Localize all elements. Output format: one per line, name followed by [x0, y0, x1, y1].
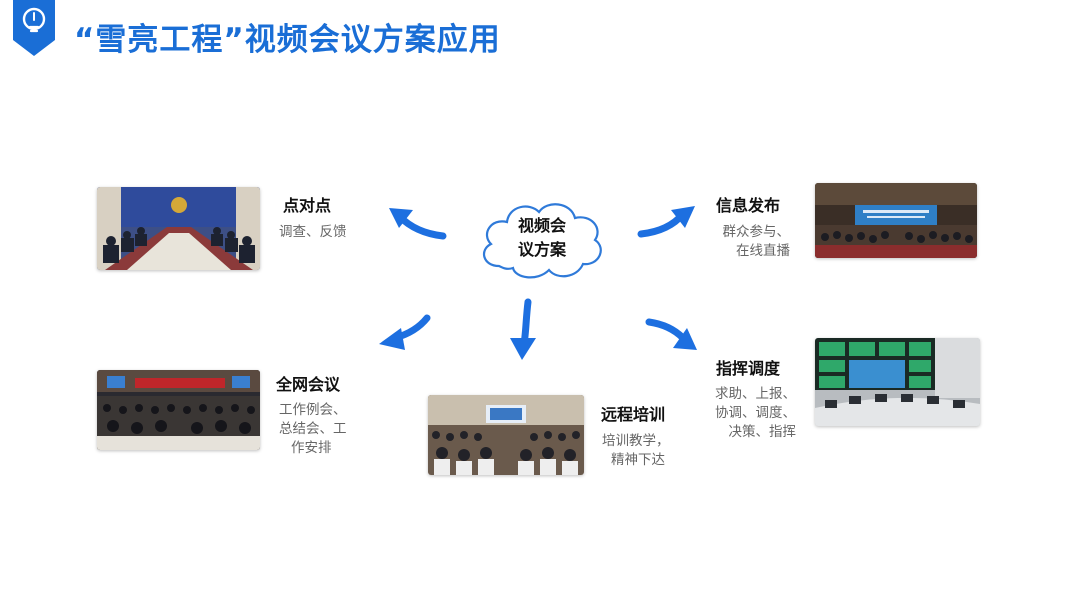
lightbulb-icon — [13, 0, 55, 56]
arrow-to-network-icon — [379, 314, 431, 350]
p2p-title: 点对点 — [283, 196, 332, 215]
network-photo — [97, 370, 260, 450]
training-photo — [428, 395, 584, 475]
arrow-to-training-icon — [510, 298, 536, 360]
network-desc: 工作例会、 总结会、工 作安排 — [279, 402, 347, 456]
info-desc: 群众参与、 在线直播 — [722, 224, 791, 259]
p2p-desc: 调查、反馈 — [279, 224, 347, 240]
command-title: 指挥调度 — [716, 359, 781, 378]
p2p-photo — [97, 187, 260, 270]
training-desc: 培训教学， 精神下达 — [602, 433, 670, 468]
center-label: 视频会 议方案 — [477, 214, 607, 262]
command-photo — [815, 338, 980, 426]
network-title: 全网会议 — [276, 375, 341, 394]
center-line-2: 议方案 — [517, 240, 566, 259]
arrow-to-command-icon — [645, 318, 697, 350]
arrow-to-info-icon — [637, 206, 695, 238]
header-badge — [13, 0, 55, 56]
page-title: “雪亮工程”视频会议方案应用 — [74, 22, 501, 58]
info-title: 信息发布 — [716, 196, 781, 215]
cloud-shape — [482, 203, 602, 279]
info-photo — [815, 183, 977, 258]
arrow-to-p2p-icon — [389, 208, 447, 240]
training-title: 远程培训 — [601, 405, 666, 424]
command-desc: 求助、上报、 协调、调度、 决策、指挥 — [715, 386, 796, 440]
center-line-1: 视频会 — [517, 216, 566, 235]
